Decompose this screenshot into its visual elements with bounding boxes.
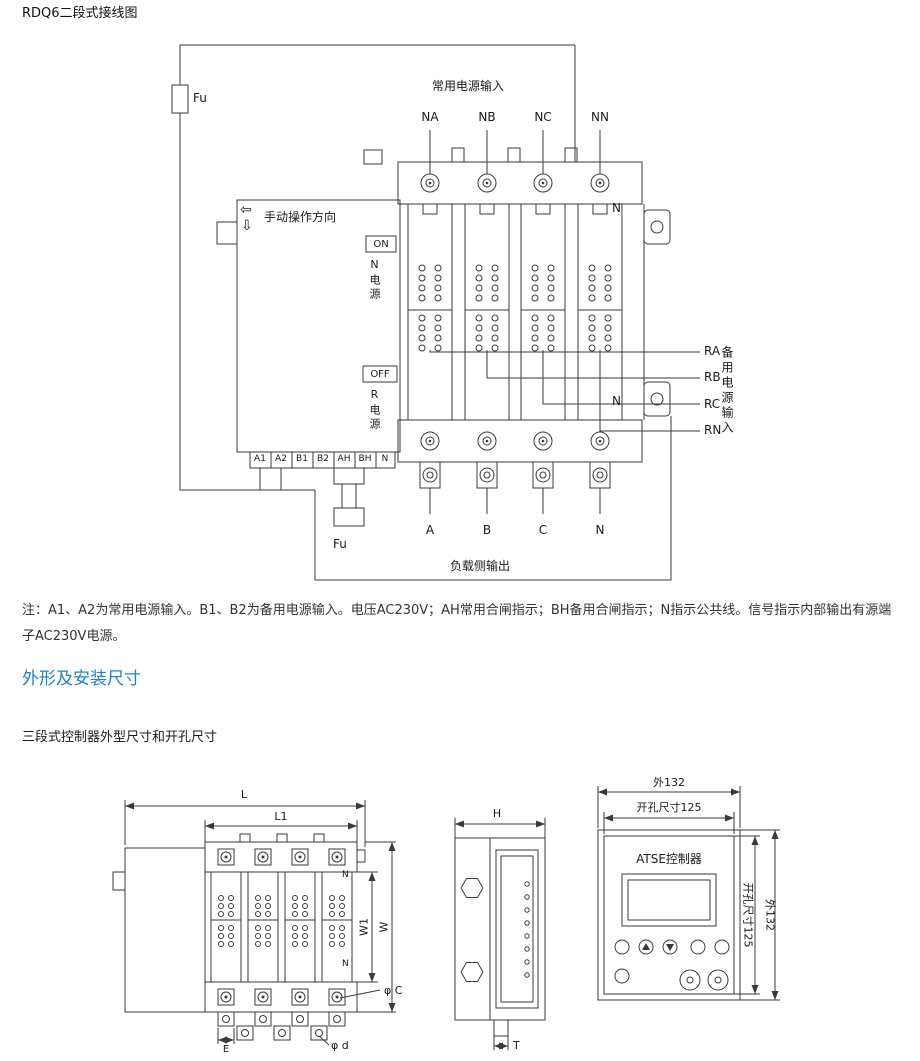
backup-terminal-label: RN [704,423,722,437]
backup-callout-lines [429,350,700,432]
front-neutral-mark-bottom: N [342,959,349,969]
strip-terminal-label: A1 [254,454,266,464]
strip-terminal-label: A2 [275,454,287,464]
mains-terminal-label: NB [478,110,496,124]
backup-terminal-label: RB [704,370,721,384]
drawings-subtitle: 三段式控制器外型尺寸和开孔尺寸 [22,730,218,745]
load-output-label: 负载侧输出 [449,559,511,573]
switch-poles [407,203,623,421]
dim-label-outer-right: 外132 [763,899,777,931]
mounting-flange [643,204,671,420]
terminal-strip [249,451,396,490]
load-terminal-label: A [425,523,435,537]
top-terminals [420,173,610,193]
mains-terminal-label: NC [534,110,552,124]
dim-label-outer-top: 外132 [653,776,685,789]
mains-fuse-label: Fu [193,91,207,105]
mains-terminal-label: NA [421,110,439,124]
manual-operation-label: 手动操作方向 [264,210,337,224]
off-label: OFF [370,369,390,380]
backup-fuse [333,467,365,527]
strip-terminal-label: BH [358,454,372,464]
on-label: ON [373,239,389,250]
backup-terminal-label: RC [704,397,721,411]
mains-input-label: 常用电源输入 [431,79,505,93]
dim-label-phi-d: φ d [331,1039,349,1052]
dim-label-hole-top: 开孔尺寸125 [636,801,702,814]
dim-label-l1: L1 [274,810,288,823]
backup-fuse-label: Fu [333,537,347,551]
bottom-terminals [420,431,610,451]
dim-label-l: L [240,788,248,801]
strip-terminal-label: B2 [317,454,329,464]
wiring-diagram-svg [171,44,700,581]
dim-label-hole-right: 开孔尺寸125 [741,882,755,948]
panel-view-dimension-lines [597,786,780,1001]
load-terminal-label: B [482,523,492,537]
panel-view-drawing [597,829,741,1001]
wiring-note: 注：A1、A2为常用电源输入。B1、B2为备用电源输入。电压AC230V；AH常… [22,603,892,644]
switch-bottom-rail [397,419,643,463]
dim-label-w: W [377,921,391,933]
backup-terminal-label: RA [704,344,721,358]
load-enclosure [314,416,672,581]
mains-terminal-label: NN [591,110,609,124]
strip-terminal-label: AH [337,454,351,464]
enclosure-outline [179,44,576,491]
dim-label-w1: W1 [357,918,371,936]
switch-top-rail [363,147,643,205]
front-neutral-mark-top: N [342,870,349,880]
dimension-drawings-svg [112,786,780,1050]
page-title: RDQ6二段式接线图 [22,6,138,21]
n-power-label: N电源 [368,258,381,302]
output-connectors [419,461,611,515]
side-view-dimension-lines [454,818,546,1050]
backup-input-label: 备用电源输入 [720,346,734,436]
load-terminal-label: C [538,523,548,537]
dim-label-t: T [513,1039,520,1052]
dim-label-phi-c: φ C [384,984,403,997]
manual-down-arrow-icon: ⇩ [241,218,253,234]
manual-left-arrow-icon: ⇦ [240,202,252,218]
panel-title: ATSE控制器 [636,852,702,866]
strip-terminal-label: N [381,454,389,464]
r-power-label: R电源 [368,388,381,432]
load-terminal-label: N [595,523,605,537]
section-heading: 外形及安装尺寸 [22,669,141,689]
mains-leads [429,130,601,174]
dim-label-h: H [492,807,502,820]
dim-label-e: E [222,1044,230,1055]
front-view-dimension-lines [124,800,396,1046]
front-view-drawing [112,833,366,1041]
strip-terminal-label: B1 [296,454,308,464]
side-view-drawing [454,837,546,1037]
neutral-mark-bottom: N [612,394,621,408]
mains-fuse [171,84,189,114]
neutral-mark-top: N [612,201,621,215]
